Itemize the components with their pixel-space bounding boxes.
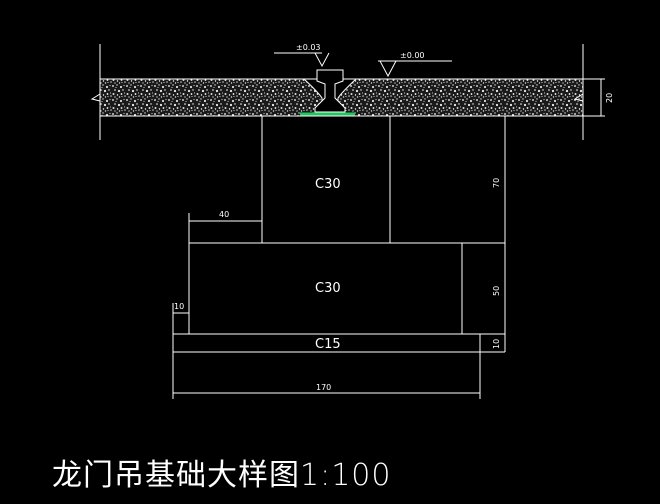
total-width-dimension — [172, 352, 481, 399]
upper-block-offset-label: 40 — [219, 210, 229, 219]
slab-thickness-label: 20 — [605, 93, 614, 103]
upper-block-offset-dimension — [188, 213, 262, 243]
lower-block-offset-dimension — [172, 303, 189, 334]
cushion-concrete-label: C15 — [315, 337, 341, 352]
cushion-thickness-label: 10 — [492, 339, 501, 349]
elevation-rail-top-mark — [274, 52, 330, 68]
lower-block-concrete-label: C30 — [315, 281, 341, 296]
lower-block-offset-label: 10 — [174, 302, 184, 311]
cushion-layer — [172, 333, 481, 353]
elevation-ground-label: ±0.00 — [400, 51, 425, 60]
total-width-label: 170 — [316, 383, 331, 392]
cushion-thickness-dimension — [480, 334, 506, 353]
elevation-ground-mark — [378, 60, 452, 78]
lower-foundation-block — [188, 242, 506, 335]
upper-foundation-block — [261, 116, 391, 243]
rail — [302, 69, 358, 113]
slab-thickness-dimension — [583, 78, 605, 117]
upper-block-height-label: 70 — [492, 178, 501, 188]
lower-block-height-label: 50 — [492, 286, 501, 296]
drawing-title: 龙门吊基础大样图1:100 — [52, 458, 392, 493]
elevation-rail-top-label: ±0.03 — [296, 43, 321, 52]
upper-block-concrete-label: C30 — [315, 177, 341, 192]
